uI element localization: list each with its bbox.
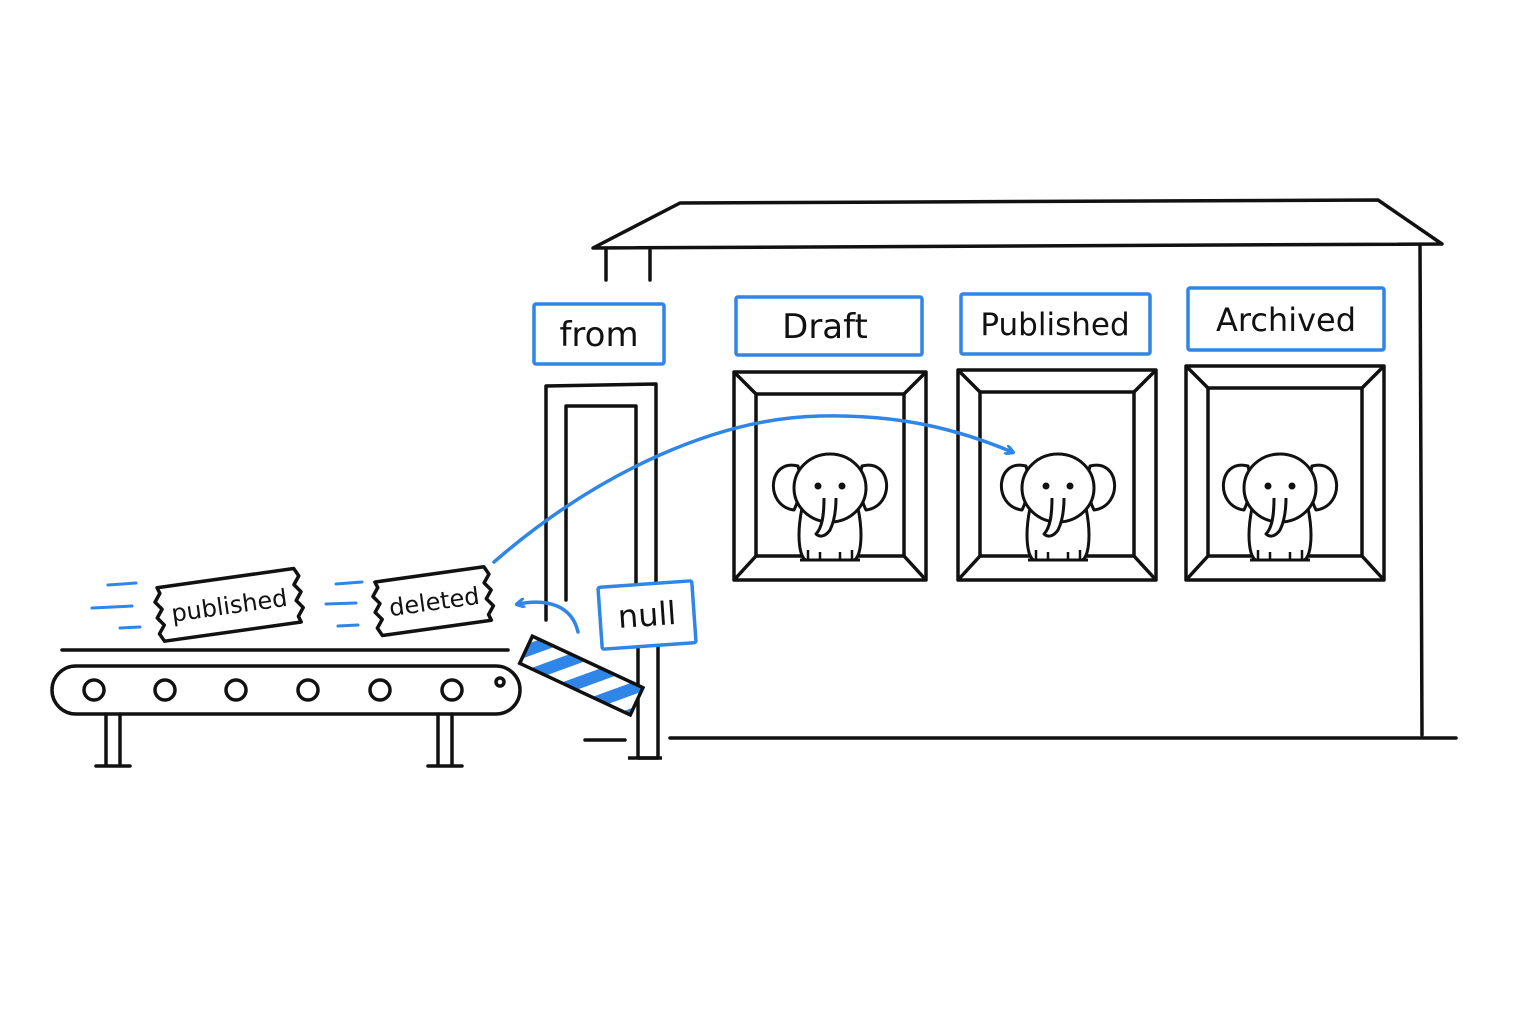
building-roof — [591, 198, 1444, 250]
barrier-arm — [517, 633, 646, 718]
null-gate: null — [517, 579, 698, 760]
published-sign: Published — [959, 292, 1152, 356]
rejection-arrow — [518, 602, 580, 634]
null-sign-label: null — [617, 594, 678, 636]
archived-sign: Archived — [1186, 286, 1386, 352]
motion-lines — [90, 580, 364, 630]
ticket-published: published — [153, 566, 305, 643]
ticket-deleted: deleted — [371, 564, 496, 638]
building — [583, 198, 1458, 742]
from-sign-label: from — [559, 315, 638, 355]
draft-sign-label: Draft — [782, 307, 868, 347]
archived-sign-label: Archived — [1216, 301, 1356, 339]
transition-arrow — [492, 414, 1012, 564]
from-sign: from — [532, 302, 666, 366]
draft-sign: Draft — [734, 295, 924, 357]
archived-window — [1184, 364, 1386, 582]
conveyor-belt — [50, 648, 522, 768]
building-wall — [1418, 244, 1424, 737]
conveyor-rollers — [82, 676, 506, 702]
published-sign-label: Published — [980, 307, 1129, 343]
door — [544, 382, 658, 622]
